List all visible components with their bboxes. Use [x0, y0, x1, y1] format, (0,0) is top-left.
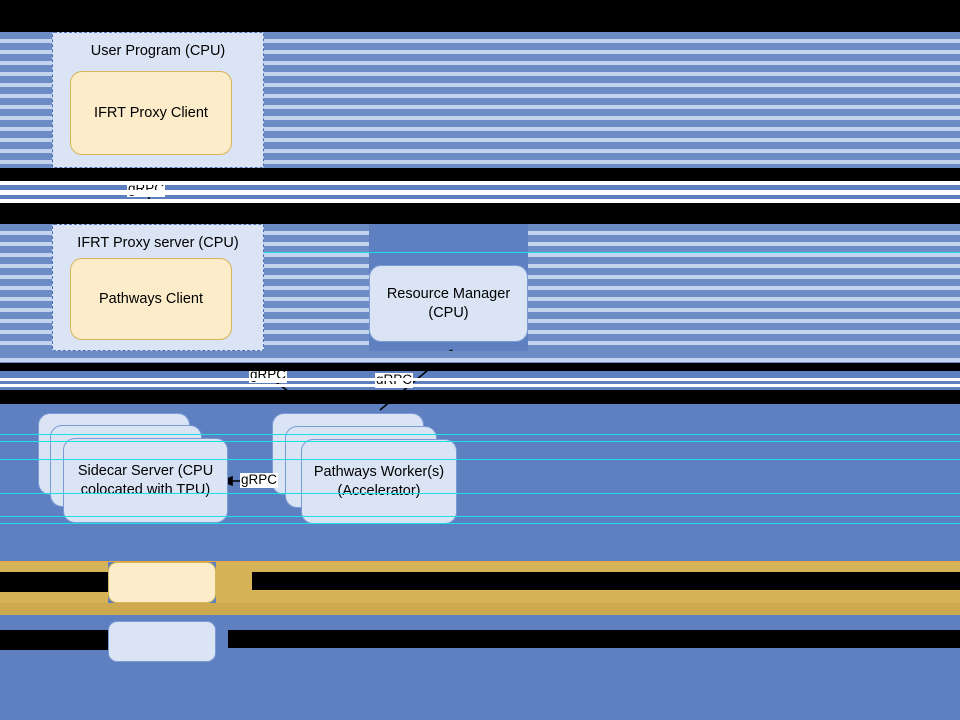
node-sidecar-server-label-line1: Sidecar Server (CPU: [77, 462, 214, 479]
node-sidecar-server[interactable]: Sidecar Server (CPU colocated with TPU): [63, 438, 228, 523]
artifact-band: [0, 378, 960, 381]
node-pathways-workers-stack[interactable]: Pathways Worker(s) (Accelerator): [272, 413, 457, 525]
artifact-band: [0, 203, 960, 224]
artifact-band: [228, 630, 960, 648]
artifact-band: [0, 199, 960, 203]
artifact-band: [252, 572, 960, 590]
artifact-band: [0, 384, 960, 387]
artifact-band: [0, 168, 960, 181]
node-pathways-workers[interactable]: Pathways Worker(s) (Accelerator): [301, 439, 457, 524]
node-user-program-label: User Program (CPU): [90, 43, 226, 59]
artifact-band: [0, 351, 960, 363]
node-resource-manager[interactable]: Resource Manager (CPU): [369, 265, 528, 342]
artifact-band: [0, 0, 960, 32]
artifact-band: [0, 630, 108, 650]
edge-label-rm-to-pathways-client: gRPC: [280, 294, 319, 310]
node-ifrt-proxy-server[interactable]: IFRT Proxy server (CPU) Pathways Client: [52, 224, 264, 351]
node-pathways-client[interactable]: Pathways Client: [70, 258, 232, 340]
artifact-band: [0, 572, 108, 592]
artifact-band: [0, 562, 108, 603]
artifact-band: [0, 363, 960, 371]
node-sidecar-server-label-line2: colocated with TPU): [80, 481, 211, 498]
node-pathways-workers-label-line1: Pathways Worker(s): [313, 463, 445, 480]
legend-swatch-yellow: [108, 562, 216, 603]
node-ifrt-proxy-client-label: IFRT Proxy Client: [94, 104, 208, 121]
artifact-band: [264, 224, 369, 351]
node-ifrt-proxy-client[interactable]: IFRT Proxy Client: [70, 71, 232, 155]
artifact-band: [528, 224, 960, 351]
edge-label-sidecar-to-workers: gRPC: [240, 472, 279, 488]
artifact-band: [0, 603, 960, 615]
node-user-program[interactable]: User Program (CPU) IFRT Proxy Client: [52, 32, 264, 168]
legend-swatch-blue: [108, 621, 216, 662]
node-pathways-workers-label-line2: (Accelerator): [337, 482, 421, 499]
node-ifrt-proxy-server-label: IFRT Proxy server (CPU): [77, 235, 239, 251]
artifact-band: [264, 32, 960, 168]
node-resource-manager-label-line1: Resource Manager: [386, 286, 511, 303]
node-pathways-client-label: Pathways Client: [99, 290, 203, 307]
artifact-band: [0, 32, 52, 168]
artifact-band: [216, 562, 960, 603]
artifact-band: [0, 224, 52, 351]
node-resource-manager-label-line2: (CPU): [428, 304, 469, 321]
artifact-band: [0, 390, 960, 404]
edge-label-sidecar-to-client: gRPC: [249, 367, 288, 383]
artifact-hairline: [264, 252, 960, 253]
edge-label-client-to-proxy: gRPC: [127, 181, 166, 197]
node-sidecar-server-stack[interactable]: Sidecar Server (CPU colocated with TPU): [38, 413, 228, 525]
edge-label-workers-to-rm: gRPC: [375, 372, 414, 388]
